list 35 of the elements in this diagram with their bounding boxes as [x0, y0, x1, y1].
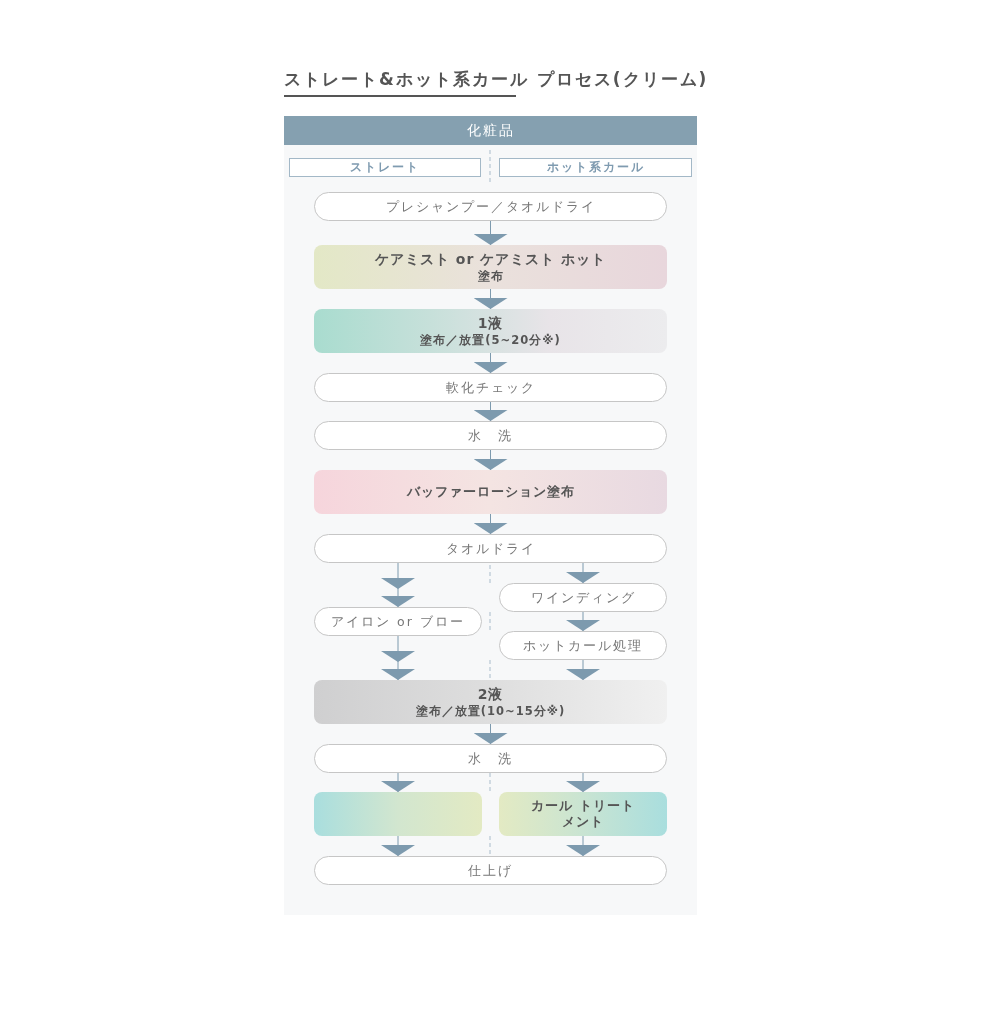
column-header: ストレート — [289, 158, 481, 177]
chevron-arrow — [473, 288, 508, 310]
chevron-arrow — [566, 659, 600, 681]
step-box: 2液 塗布／放置(10~15分※) — [314, 680, 667, 724]
step-box: プレシャンプー／タオルドライ — [314, 192, 667, 221]
column-header: ホット系カール — [499, 158, 692, 177]
step-box — [314, 792, 482, 836]
step-box: カール トリートメント — [499, 792, 667, 836]
chevron-arrow — [473, 220, 508, 246]
step-box: 1液 塗布／放置(5~20分※) — [314, 309, 667, 353]
step-box: 水 洗 — [314, 421, 667, 450]
step-box: 軟化チェック — [314, 373, 667, 402]
chevron-arrow — [473, 449, 508, 471]
chevron-arrow — [473, 513, 508, 535]
chevron-arrow — [473, 352, 508, 374]
chevron-arrow — [381, 562, 415, 608]
chevron-arrow — [473, 401, 508, 422]
chevron-arrow — [566, 562, 600, 584]
step-box: 仕上げ — [314, 856, 667, 885]
step-box: ホットカール処理 — [499, 631, 667, 660]
step-box: タオルドライ — [314, 534, 667, 563]
title: ストレート&ホット系カール プロセス(クリーム) — [284, 68, 709, 91]
chevron-arrow — [566, 611, 600, 632]
step-box: アイロン or ブロー — [314, 607, 482, 636]
step-box: 水 洗 — [314, 744, 667, 773]
chevron-arrow — [566, 835, 600, 857]
chevron-arrow — [381, 772, 415, 793]
step-box: ワインディング — [499, 583, 667, 612]
header-band: 化粧品 — [284, 116, 697, 145]
chevron-arrow — [381, 635, 415, 681]
chevron-arrow — [473, 723, 508, 745]
step-box: ケアミスト or ケアミスト ホット 塗布 — [314, 245, 667, 289]
chevron-arrow — [566, 772, 600, 793]
step-box: バッファーローション塗布 — [314, 470, 667, 514]
chevron-arrow — [381, 835, 415, 857]
